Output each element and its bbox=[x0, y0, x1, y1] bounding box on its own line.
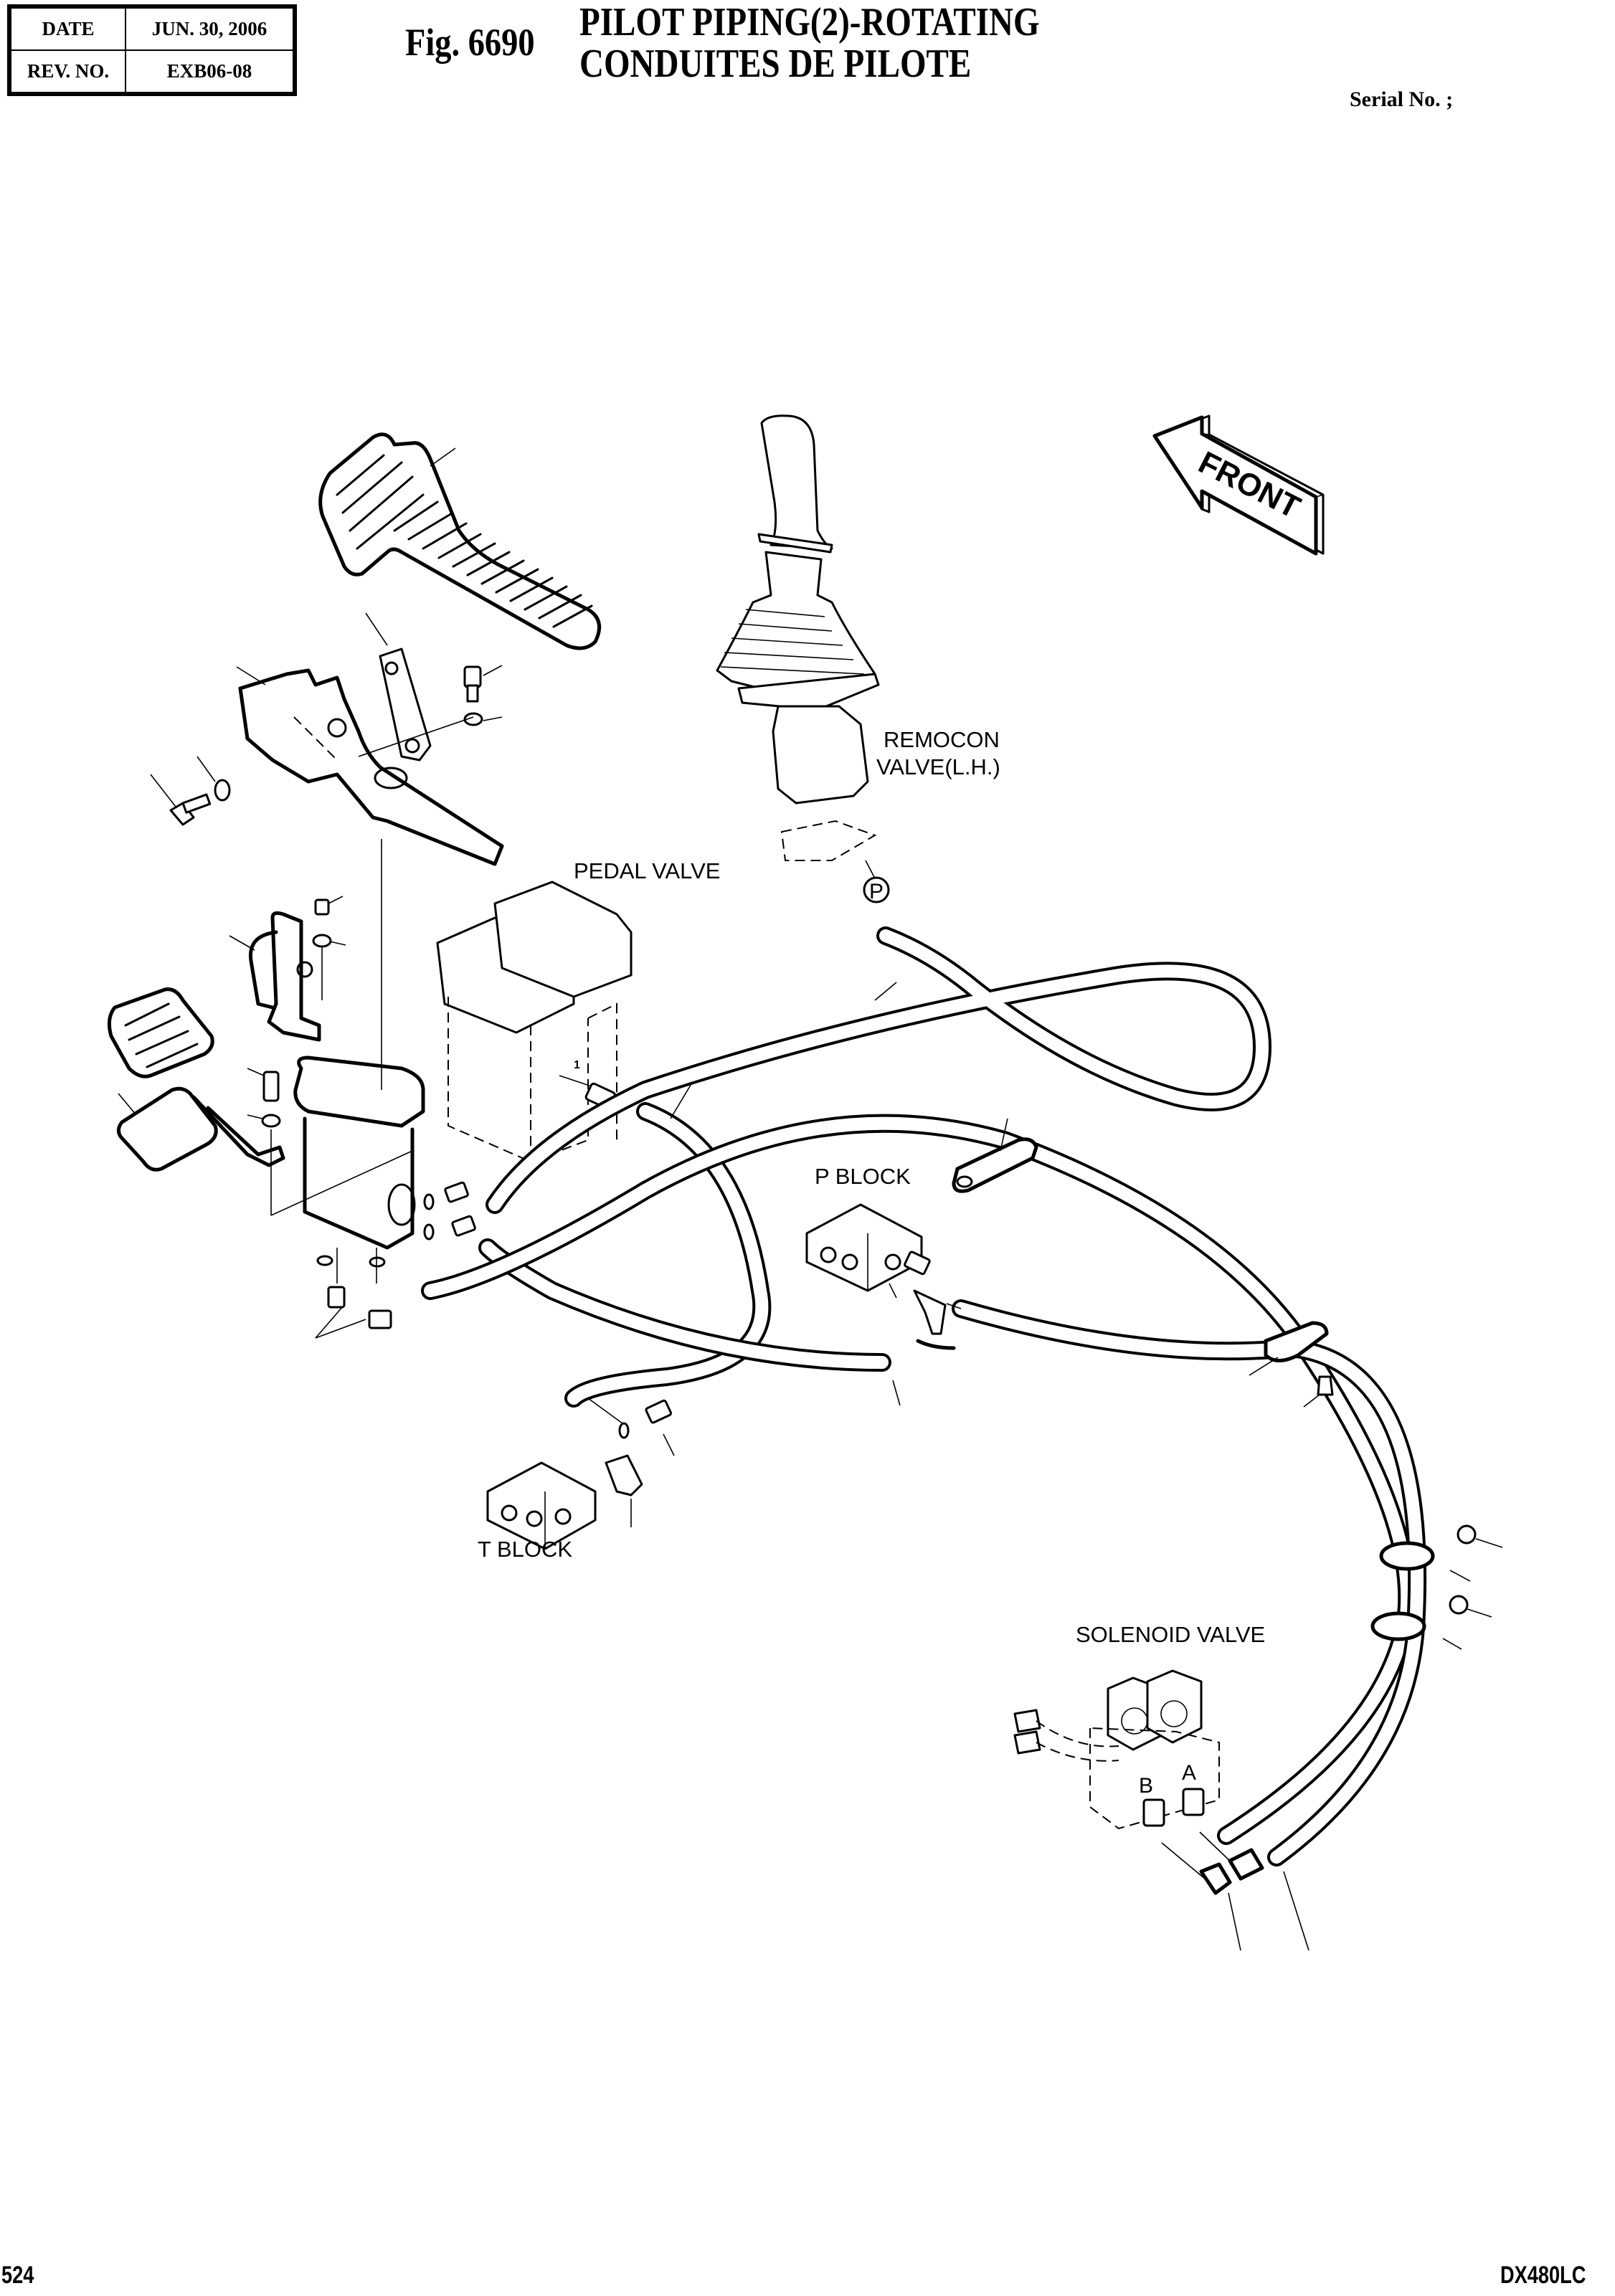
port-p-marker: P bbox=[863, 876, 890, 903]
leader-lines bbox=[670, 982, 962, 1406]
remocon-valve-label-line1: REMOCON bbox=[884, 727, 1000, 752]
small-pedal bbox=[107, 987, 214, 1078]
date-value: JUN. 30, 2006 bbox=[125, 6, 295, 51]
bolt-and-washer-group bbox=[150, 665, 503, 826]
p-block-label: P BLOCK bbox=[815, 1164, 911, 1189]
port-a-text: A bbox=[1182, 1761, 1196, 1785]
front-arrow-icon: FRONT bbox=[1152, 414, 1325, 556]
model-name: DX480LC bbox=[1500, 2262, 1586, 2289]
figure-title-french: CONDUITES DE PILOTE bbox=[579, 42, 972, 86]
revision-info-table: DATE JUN. 30, 2006 REV. NO. EXB06-08 bbox=[7, 4, 297, 96]
serial-number: Serial No. ; bbox=[1350, 87, 1454, 111]
foot-rest-plate bbox=[116, 1086, 285, 1172]
p-block bbox=[805, 1203, 956, 1350]
svg-text:1: 1 bbox=[574, 1059, 580, 1071]
elbow-fittings bbox=[315, 1181, 476, 1339]
figure-title-english: PILOT PIPING(2)-ROTATING bbox=[579, 0, 1040, 44]
rev-label: REV. NO. bbox=[9, 49, 126, 95]
port-p-text: P bbox=[869, 880, 884, 903]
figure-number: Fig. 6690 bbox=[405, 21, 535, 64]
figure-title: PILOT PIPING(2)-ROTATING CONDUITES DE PI… bbox=[579, 1, 1040, 85]
pilot-hoses bbox=[421, 926, 1427, 1866]
remocon-valve-label: REMOCON VALVE(L.H.) bbox=[876, 726, 1000, 781]
travel-pedal-valve-body bbox=[270, 839, 425, 1284]
t-block bbox=[486, 1398, 675, 1550]
rev-value: EXB06-08 bbox=[125, 49, 295, 95]
remocon-valve-joystick bbox=[716, 414, 880, 879]
solenoid-valve: B A bbox=[1013, 1669, 1309, 1951]
date-label: DATE bbox=[9, 6, 126, 51]
pedal-bracket bbox=[236, 612, 504, 866]
pedal-valve-label: PEDAL VALVE bbox=[574, 858, 721, 883]
pedal-valve: 1 P bbox=[436, 881, 633, 1163]
t-block-label: T BLOCK bbox=[478, 1537, 573, 1562]
handrail-bracket bbox=[229, 896, 346, 1128]
port-b-text: B bbox=[1139, 1774, 1153, 1798]
page-number: 524 bbox=[1, 2262, 34, 2289]
remocon-valve-label-line2: VALVE(L.H.) bbox=[876, 754, 1000, 779]
hose-clamps bbox=[952, 1118, 1503, 1650]
travel-pedal bbox=[318, 432, 602, 650]
solenoid-valve-label: SOLENOID VALVE bbox=[1076, 1622, 1266, 1647]
